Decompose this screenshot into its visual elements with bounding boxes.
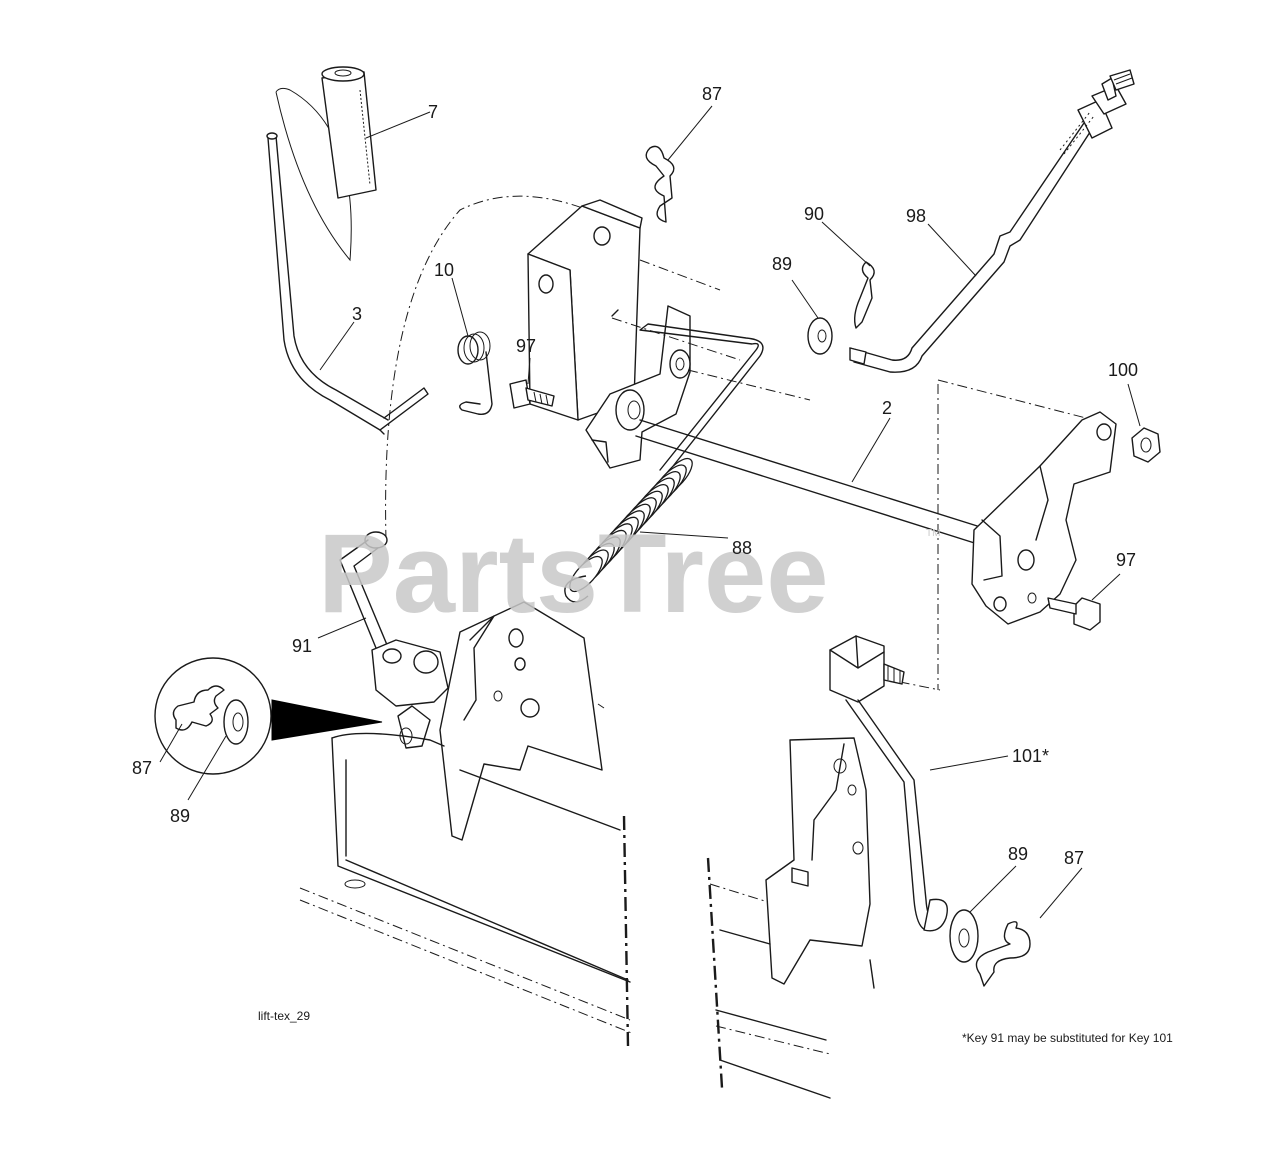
bolt-part-97-left [509,379,555,409]
mower-deck-left [299,732,635,1047]
hairpin-clip-part-87-top [645,145,675,223]
callout-2: 2 [882,398,892,418]
pin-centerline [611,317,741,361]
adjustment-rod-part-98 [849,69,1135,373]
spring-part-10 [457,331,493,415]
lift-link-part-101 [829,635,948,932]
callout-100: 100 [1108,360,1138,380]
callout-10: 10 [434,260,454,280]
spring-hook-wire [639,323,764,471]
watermark-trademark: TM [926,528,940,539]
callout-87-top: 87 [702,84,722,104]
washer-part-89-right [949,909,979,963]
watermark-text: PartsTree [318,511,829,636]
callout-3: 3 [352,304,362,324]
grip-part-7 [321,66,377,199]
callout-89-top: 89 [772,254,792,274]
detail-magnifier [154,657,383,775]
pin-centerline-2 [687,369,811,401]
callout-98: 98 [906,206,926,226]
washer-part-89-top [807,317,833,355]
leader-lines [159,105,1141,919]
callout-97-right: 97 [1116,550,1136,570]
callout-101: 101* [1012,746,1049,766]
extension-spring-part-88 [564,457,693,603]
callout-88: 88 [732,538,752,558]
figure-id: lift-tex_29 [258,1009,310,1023]
hairpin-clip-part-90 [853,261,875,329]
callout-90: 90 [804,204,824,224]
pivot-bracket-right [971,411,1117,625]
hairpin-clip-part-87-right [975,921,1031,987]
nut-part-100 [1131,427,1161,463]
callout-87-right: 87 [1064,848,1084,868]
deck-hanger-left [439,601,605,841]
callout-89-left: 89 [170,806,190,826]
lift-handle-part-3 [266,132,429,435]
callout-89-right: 89 [1008,844,1028,864]
callout-7: 7 [428,102,438,122]
mounting-bracket [527,199,643,421]
callout-91: 91 [292,636,312,656]
assembly-path-line [385,195,601,541]
bolt-part-97-right [1047,597,1101,631]
callout-87-left: 87 [132,758,152,778]
centerline [639,259,721,291]
footnote: *Key 91 may be substituted for Key 101 [962,1031,1173,1045]
right-centerline-top [937,379,1087,419]
deck-hanger-right [765,737,871,985]
lift-arm-bracket [585,305,691,469]
callout-97-left: 97 [516,336,536,356]
mower-deck-right [706,857,875,1099]
